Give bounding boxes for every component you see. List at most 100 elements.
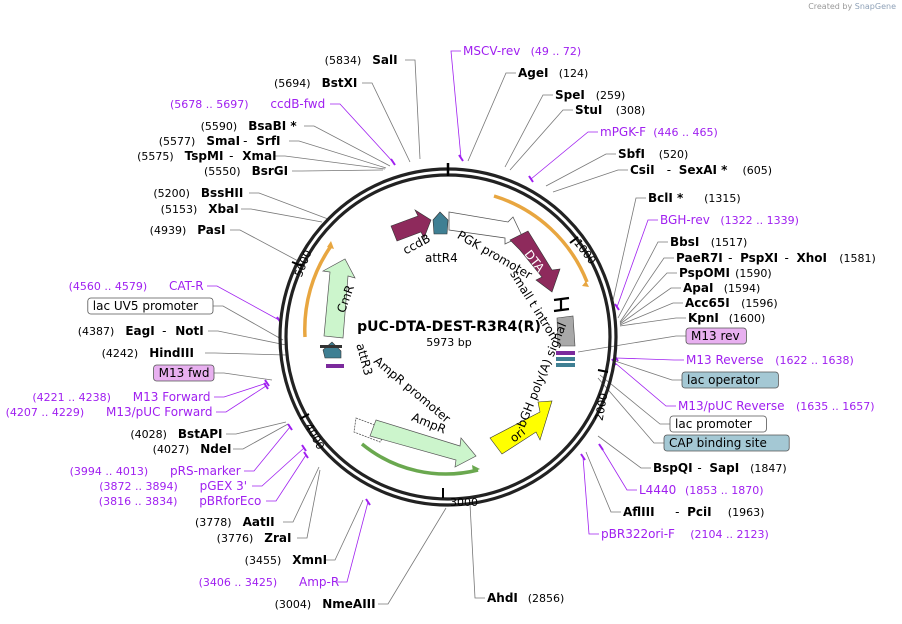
label-pos-bbsi: (1517) bbox=[711, 236, 748, 249]
feature-m13rev-primer bbox=[556, 351, 575, 355]
site-label-pbr322: pBR322ori-F(2104 .. 2123) bbox=[601, 527, 769, 541]
site-label-bsshii: (5200)BssHII bbox=[153, 186, 243, 200]
leader-m13fwd bbox=[214, 372, 273, 381]
label-pos-ndei: (4027) bbox=[153, 443, 190, 456]
label-name-spei: SpeI bbox=[555, 88, 585, 102]
site-label-m13reverse: M13 Reverse(1622 .. 1638) bbox=[686, 353, 854, 367]
leader-aatii bbox=[283, 466, 320, 523]
leader-bsrgi bbox=[292, 169, 384, 172]
site-label-bstxi: (5694)BstXI bbox=[274, 76, 357, 90]
orf-arc-ampr-head bbox=[472, 465, 480, 472]
leader-paer7i bbox=[619, 257, 674, 323]
feature-small-t-intron bbox=[553, 296, 570, 313]
leader-pgex3 bbox=[252, 447, 305, 487]
label-sep-afliii: - bbox=[675, 505, 679, 519]
label-name-bbsi: BbsI bbox=[670, 235, 699, 249]
site-label-bstapi: (4028)BstAPI bbox=[130, 427, 222, 441]
label-pos-prsmarker: (3994 .. 4013) bbox=[70, 465, 149, 478]
orf-arc-dta-head bbox=[582, 281, 589, 287]
label-name-l4440: L4440 bbox=[639, 483, 676, 497]
label-name-nmeaiii: NmeAIII bbox=[322, 597, 375, 611]
label-pos-csii: (605) bbox=[742, 164, 772, 177]
label-pos-kpni: (1600) bbox=[729, 312, 766, 325]
label-name-bspqi: BspQI bbox=[653, 461, 693, 475]
label-name-m13rev: M13 rev bbox=[691, 329, 740, 343]
label-name2-paer7i: PspXI bbox=[740, 251, 778, 265]
ring-tick-3000: 3000 bbox=[450, 496, 478, 509]
label-name-bcli: BclI * bbox=[648, 191, 684, 205]
site-label-mpgk: mPGK-F(446 .. 465) bbox=[600, 125, 718, 139]
label-pos-xbai: (5153) bbox=[161, 203, 198, 216]
label-name-bsrgi: BsrGI bbox=[252, 164, 289, 178]
label-name-bsshii: BssHII bbox=[201, 186, 243, 200]
label-name-pspomi: PspOMI bbox=[679, 266, 730, 280]
primer-tick-m13forward bbox=[264, 379, 270, 387]
plasmid-length: 5973 bp bbox=[426, 336, 471, 349]
leader-m13rev bbox=[577, 335, 686, 353]
leader-acc65i bbox=[619, 302, 683, 326]
leader-cap bbox=[597, 377, 664, 444]
label-pos-eagi: (4387) bbox=[78, 325, 115, 338]
primer-tick-ampr_p bbox=[365, 498, 371, 506]
feature-attr4 bbox=[432, 211, 449, 235]
label-name-pbr322: pBR322ori-F bbox=[601, 527, 675, 541]
label-pos-agei: (124) bbox=[559, 67, 589, 80]
label-name-afliii: AflIII bbox=[623, 505, 655, 519]
leader-nmeaiii bbox=[378, 507, 447, 605]
feature-arrows bbox=[320, 209, 576, 468]
feature-attr3-bar bbox=[320, 345, 342, 348]
leader-pspomi bbox=[619, 272, 677, 324]
leader-smai bbox=[289, 140, 387, 169]
site-label-smai: (5577)SmaI-SrfI bbox=[159, 134, 281, 148]
leader-lacuv5 bbox=[213, 305, 284, 341]
leader-l4440 bbox=[600, 446, 637, 491]
label-box-lacop bbox=[681, 371, 779, 389]
site-label-aatii: (3778)AatII bbox=[195, 515, 275, 529]
label-pos-sbfi: (520) bbox=[659, 148, 689, 161]
label-pos-spei: (259) bbox=[596, 89, 626, 102]
feature-m13fwd-primer bbox=[326, 364, 344, 368]
orf-arc-ampr bbox=[360, 442, 479, 476]
label-box-m13fwd bbox=[153, 364, 215, 382]
feature-cap-site bbox=[556, 363, 575, 367]
site-label-lacuv5: lac UV5 promoter bbox=[87, 297, 214, 315]
leader-hindiii bbox=[205, 352, 287, 356]
label-name-smai: SmaI bbox=[206, 134, 240, 148]
label-name-m13puc_fwd: M13/pUC Forward bbox=[106, 405, 213, 419]
label-name2-tspmi: XmaI bbox=[242, 149, 276, 163]
leader-bbsi bbox=[617, 241, 668, 319]
label-pos-m13forward: (4221 .. 4238) bbox=[32, 391, 111, 404]
label-name-pasi: PasI bbox=[197, 223, 225, 237]
label-pos-acc65i: (1596) bbox=[741, 297, 778, 310]
label-pos-ahdi: (2856) bbox=[528, 592, 565, 605]
label-pos-catr: (4560 .. 4579) bbox=[69, 280, 148, 293]
label-name-ccdbfwd: ccdB-fwd bbox=[270, 97, 325, 111]
site-label-pbrforeco: (3816 .. 3834)pBRforEco bbox=[99, 494, 262, 508]
leader-pasi bbox=[230, 229, 301, 263]
leader-prsmarker bbox=[244, 426, 291, 472]
site-label-afliii: AflIII-PciI(1963) bbox=[623, 505, 764, 519]
primer-tick-bghrev bbox=[614, 303, 620, 311]
primer-tick-pgex3 bbox=[301, 444, 307, 452]
leader-spei bbox=[504, 94, 553, 168]
label-name-m13forward: M13 Forward bbox=[133, 390, 211, 404]
feature-lac-operator bbox=[556, 357, 575, 361]
site-label-sali: (5834)SalI bbox=[325, 53, 398, 67]
leader-ccdbfwd bbox=[330, 103, 394, 163]
leader-lacop bbox=[611, 359, 682, 381]
label-sep-csii: - bbox=[667, 163, 671, 177]
leader-lines bbox=[205, 50, 686, 605]
label-pos-msc: (49 .. 72) bbox=[531, 45, 582, 58]
site-label-lacprom: lac promoter bbox=[669, 415, 767, 433]
label-name2-csii: SexAI * bbox=[679, 163, 728, 177]
site-label-bghrev: BGH-rev(1322 .. 1339) bbox=[660, 213, 799, 227]
label-pos-l4440: (1853 .. 1870) bbox=[685, 484, 764, 497]
site-label-lacop: lac operator bbox=[681, 371, 779, 389]
label-name-bstapi: BstAPI bbox=[178, 427, 223, 441]
site-label-stui: StuI(308) bbox=[575, 103, 645, 117]
leader-kpni bbox=[619, 317, 686, 327]
site-label-msc: MSCV-rev(49 .. 72) bbox=[463, 44, 581, 58]
label-pos-stui: (308) bbox=[616, 104, 646, 117]
watermark-brand: SnapGene bbox=[854, 2, 896, 11]
primer-tick-prsmarker bbox=[287, 423, 293, 431]
